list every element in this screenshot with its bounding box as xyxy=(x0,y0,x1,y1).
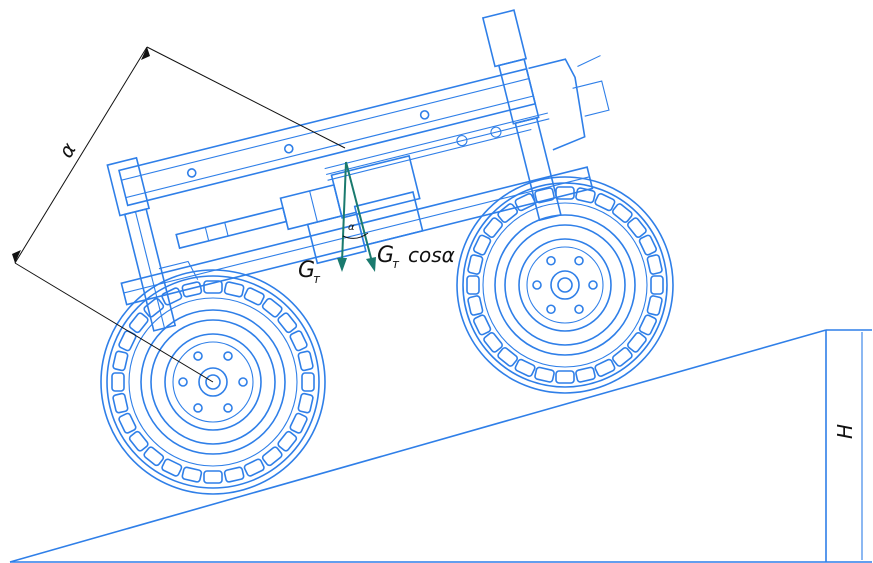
svg-text:т: т xyxy=(392,257,400,271)
tire-tread xyxy=(277,312,298,334)
tire-tread xyxy=(297,350,314,372)
tire-tread xyxy=(483,217,503,239)
tire-tread xyxy=(143,297,165,318)
gravity-component-vector xyxy=(345,161,376,272)
tire-tread xyxy=(161,458,183,477)
tire-tread xyxy=(497,347,519,367)
tire-tread xyxy=(112,392,129,414)
tire-tread xyxy=(627,331,647,353)
tire-tread xyxy=(466,275,480,295)
lug-bolt xyxy=(178,377,188,387)
tire-tread xyxy=(646,254,663,275)
tire-tread xyxy=(467,295,484,316)
tire-tread xyxy=(575,366,596,383)
height-label: H xyxy=(833,424,857,439)
tire-tread xyxy=(514,193,536,212)
lug-bolt xyxy=(193,403,203,413)
tire-tread xyxy=(243,287,265,306)
tire-tread xyxy=(243,458,265,477)
tire-tread xyxy=(297,392,314,414)
tire-tread xyxy=(638,314,657,336)
svg-text:G: G xyxy=(377,243,394,268)
tire-tread xyxy=(223,281,245,298)
angle-arc xyxy=(342,232,369,239)
lug-bolt xyxy=(223,403,233,413)
lug-bolt xyxy=(193,351,203,361)
tire-tread xyxy=(301,372,315,392)
lug-bolt xyxy=(238,377,248,387)
tire-tread xyxy=(289,330,308,352)
tire-tread xyxy=(534,366,555,383)
tire-tread xyxy=(611,347,633,367)
lug-bolt xyxy=(546,304,556,315)
svg-text:G: G xyxy=(298,258,315,283)
gravity-vector xyxy=(337,161,347,272)
tire-tread xyxy=(181,466,203,483)
ramp xyxy=(9,329,872,563)
tire-tread xyxy=(594,358,616,377)
tire-tread xyxy=(203,470,223,484)
tire-tread xyxy=(650,275,664,295)
tire-tread xyxy=(143,446,165,467)
alpha-dimension-label: α xyxy=(53,138,80,162)
tire-tread xyxy=(112,350,129,372)
rear-wheel xyxy=(100,269,326,495)
tire-tread xyxy=(223,466,245,483)
tire-tread xyxy=(289,412,308,434)
tire-tread xyxy=(467,254,484,275)
tire-tread xyxy=(118,330,137,352)
tire-tread xyxy=(261,297,283,318)
tire-tread xyxy=(473,314,492,336)
tire-tread xyxy=(575,187,596,204)
lug-bolt xyxy=(574,255,584,266)
tire-tread xyxy=(497,203,519,223)
gravity-component-label: G т cosα xyxy=(377,243,455,271)
tire-tread xyxy=(473,234,492,256)
tire-tread xyxy=(261,446,283,467)
tire-tread xyxy=(646,295,663,316)
lug-bolt xyxy=(223,351,233,361)
gravity-label: G т xyxy=(298,258,321,286)
tire-tread xyxy=(181,281,203,298)
tire-tread xyxy=(514,358,536,377)
tire-tread xyxy=(118,412,137,434)
tire-tread xyxy=(555,370,575,384)
tire-tread xyxy=(277,430,298,452)
lug-bolt xyxy=(588,280,598,290)
tire-tread xyxy=(611,203,633,223)
tire-tread xyxy=(627,217,647,239)
tire-tread xyxy=(555,186,575,200)
svg-text:cosα: cosα xyxy=(408,243,455,267)
lug-bolt xyxy=(546,255,556,266)
vehicle-chassis xyxy=(106,9,610,332)
svg-text:т: т xyxy=(313,272,321,286)
tire-tread xyxy=(128,312,149,334)
tire-tread xyxy=(128,430,149,452)
lug-bolt xyxy=(574,304,584,315)
tire-tread xyxy=(534,187,555,204)
alpha-dimension xyxy=(12,46,346,383)
tire-tread xyxy=(161,287,183,306)
tire-tread xyxy=(594,193,616,212)
tire-tread xyxy=(483,331,503,353)
angle-label: α xyxy=(348,222,355,233)
tire-tread xyxy=(638,234,657,256)
lug-bolt xyxy=(532,280,542,290)
front-wheel xyxy=(456,176,674,394)
tire-tread xyxy=(111,372,125,392)
tire-tread xyxy=(203,280,223,294)
